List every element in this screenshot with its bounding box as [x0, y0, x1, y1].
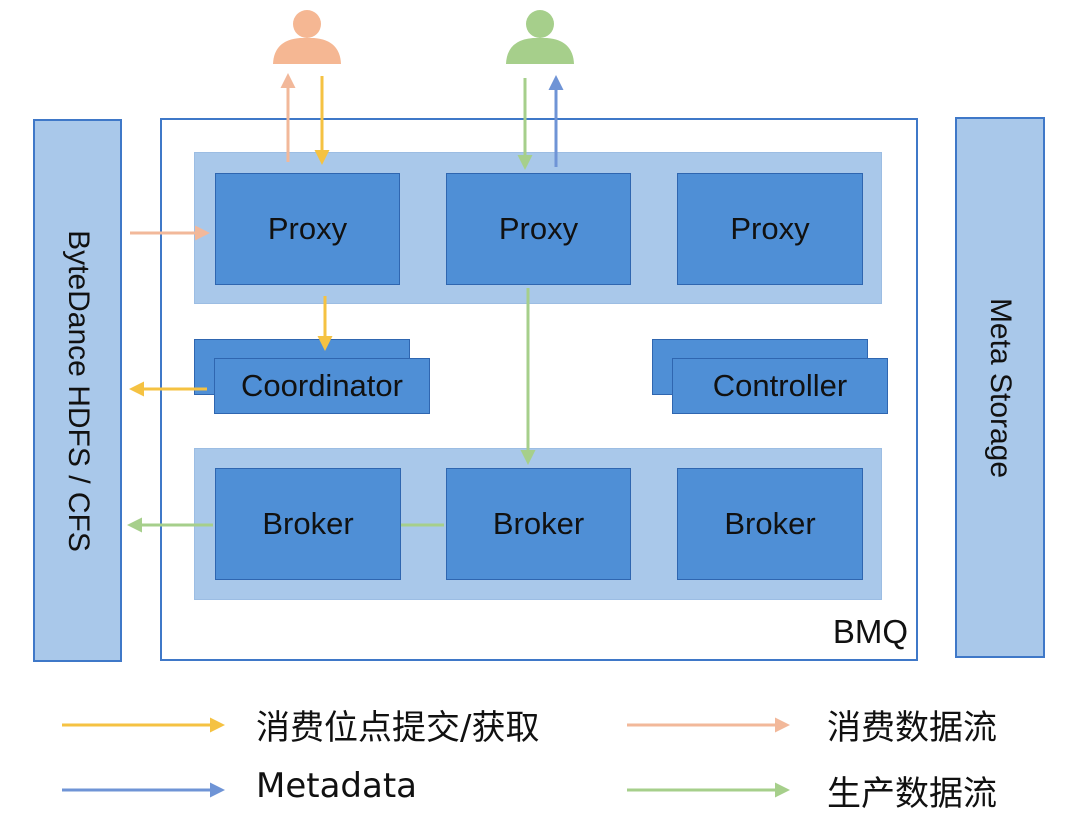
controller-node: Controller — [672, 358, 888, 414]
producer-user-icon — [506, 10, 574, 64]
legend-metadata-label: Metadata — [256, 766, 418, 806]
storage-hdfs-cfs: ByteDance HDFS / CFS — [33, 119, 122, 662]
proxy-node: Proxy — [215, 173, 400, 285]
legend-consume-label: 消费数据流 — [827, 708, 997, 748]
coordinator-node: Coordinator — [214, 358, 430, 414]
proxy-node: Proxy — [677, 173, 863, 285]
storage-meta: Meta Storage — [955, 117, 1045, 658]
consumer-user-icon — [273, 10, 341, 64]
legend-produce-label: 生产数据流 — [827, 774, 997, 814]
broker-node: Broker — [677, 468, 863, 580]
broker-node: Broker — [446, 468, 631, 580]
legend-offset-label: 消费位点提交/获取 — [256, 708, 540, 748]
broker-node: Broker — [215, 468, 401, 580]
bmq-label: BMQ — [832, 613, 908, 650]
proxy-node: Proxy — [446, 173, 631, 285]
